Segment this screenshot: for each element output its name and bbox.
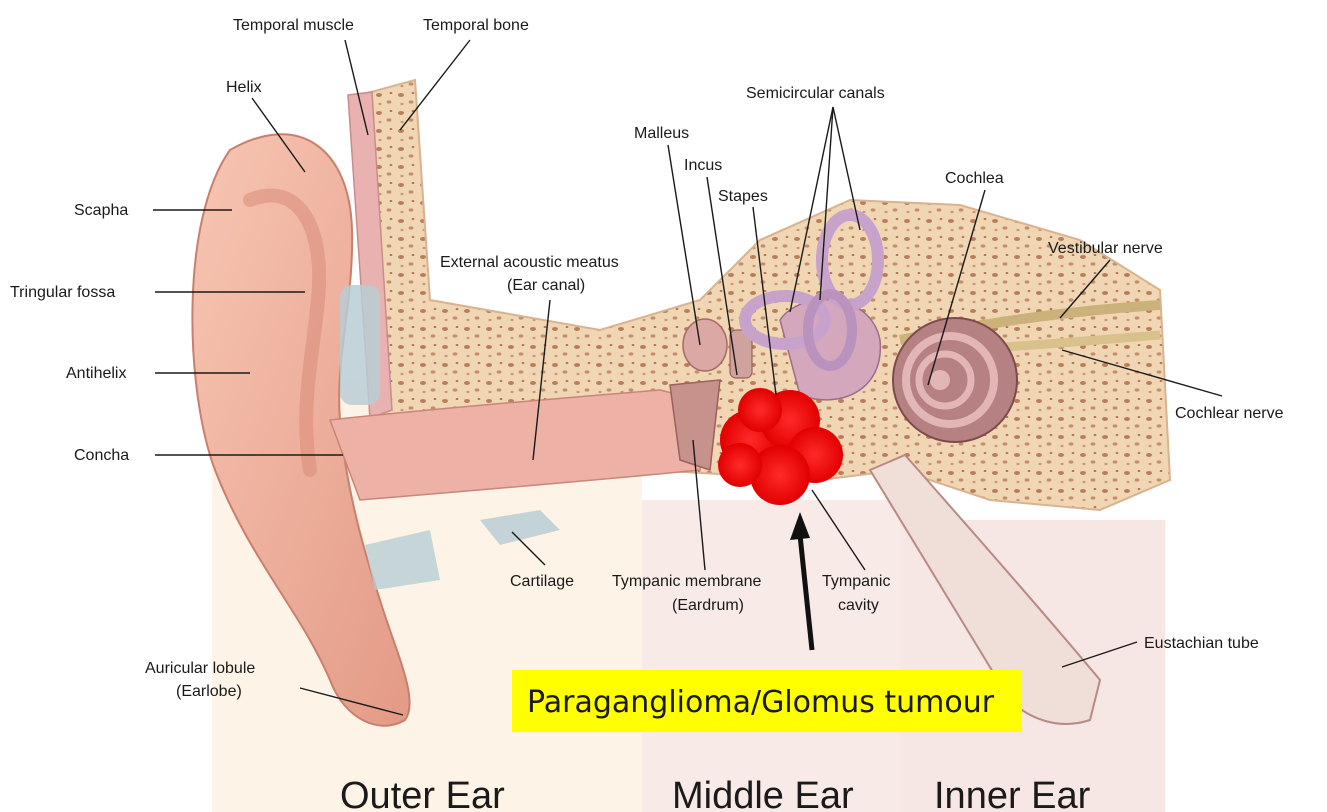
label-vestibular-nerve: Vestibular nerve: [1048, 240, 1163, 257]
label-tympanic: Tympanic: [822, 573, 890, 590]
tumour-label: Paraganglioma/Glomus tumour: [527, 685, 995, 720]
middle-ear-region: [642, 500, 900, 812]
label-scapha: Scapha: [74, 202, 128, 219]
label-cochlea: Cochlea: [945, 170, 1004, 187]
region-inner-ear: Inner Ear: [934, 775, 1091, 812]
region-middle-ear: Middle Ear: [672, 775, 854, 812]
label-stapes: Stapes: [718, 188, 768, 205]
label-malleus: Malleus: [634, 125, 689, 142]
label-temporal-bone: Temporal bone: [423, 17, 529, 34]
label-triangular-fossa: Tringular fossa: [10, 284, 115, 301]
malleus-head: [683, 319, 727, 371]
label-eardrum: (Eardrum): [672, 597, 744, 614]
label-temporal-muscle: Temporal muscle: [233, 17, 354, 34]
label-cochlear-nerve: Cochlear nerve: [1175, 405, 1284, 422]
label-earlobe: (Earlobe): [176, 683, 242, 700]
label-semicircular-canals: Semicircular canals: [746, 85, 885, 102]
label-auricular-lobule: Auricular lobule: [145, 660, 255, 677]
cartilage-upper: [340, 285, 380, 405]
label-tympanic-membrane: Tympanic membrane: [612, 573, 761, 590]
label-ear-canal: (Ear canal): [507, 277, 585, 294]
label-cavity: cavity: [838, 597, 879, 614]
region-outer-ear: Outer Ear: [340, 775, 505, 812]
label-incus: Incus: [684, 157, 722, 174]
label-eustachian-tube: Eustachian tube: [1144, 635, 1259, 652]
label-antihelix: Antihelix: [66, 365, 126, 382]
label-cartilage: Cartilage: [510, 573, 574, 590]
cochlea-spiral-3: [930, 370, 950, 390]
label-external-acoustic-meatus: External acoustic meatus: [440, 254, 619, 271]
label-helix: Helix: [226, 79, 262, 96]
label-concha: Concha: [74, 447, 129, 464]
